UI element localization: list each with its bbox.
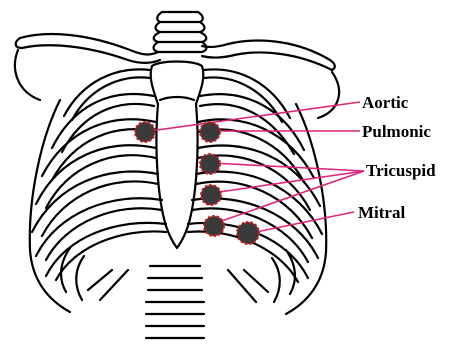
tricuspid-site-2 (201, 185, 221, 205)
aortic-site (135, 122, 155, 142)
mitral-leader (256, 212, 354, 232)
aortic-leader (150, 102, 360, 131)
pulmonic-label: Pulmonic (362, 122, 431, 141)
sternum (151, 62, 204, 249)
tricuspid-site-3 (204, 216, 224, 236)
tricuspid-label: Tricuspid (366, 161, 436, 180)
tricuspid-leader-1 (212, 163, 364, 171)
leader-lines (150, 102, 364, 232)
tricuspid-site-1 (200, 154, 220, 174)
aortic-label: Aortic (362, 93, 409, 112)
mitral-label: Mitral (358, 203, 405, 222)
right-shoulder (318, 72, 339, 118)
rib-cage-illustration (15, 12, 339, 338)
left-shoulder (15, 50, 40, 100)
mitral-site (237, 222, 259, 244)
left-ribs (30, 69, 166, 312)
pulmonic-site (200, 122, 220, 142)
